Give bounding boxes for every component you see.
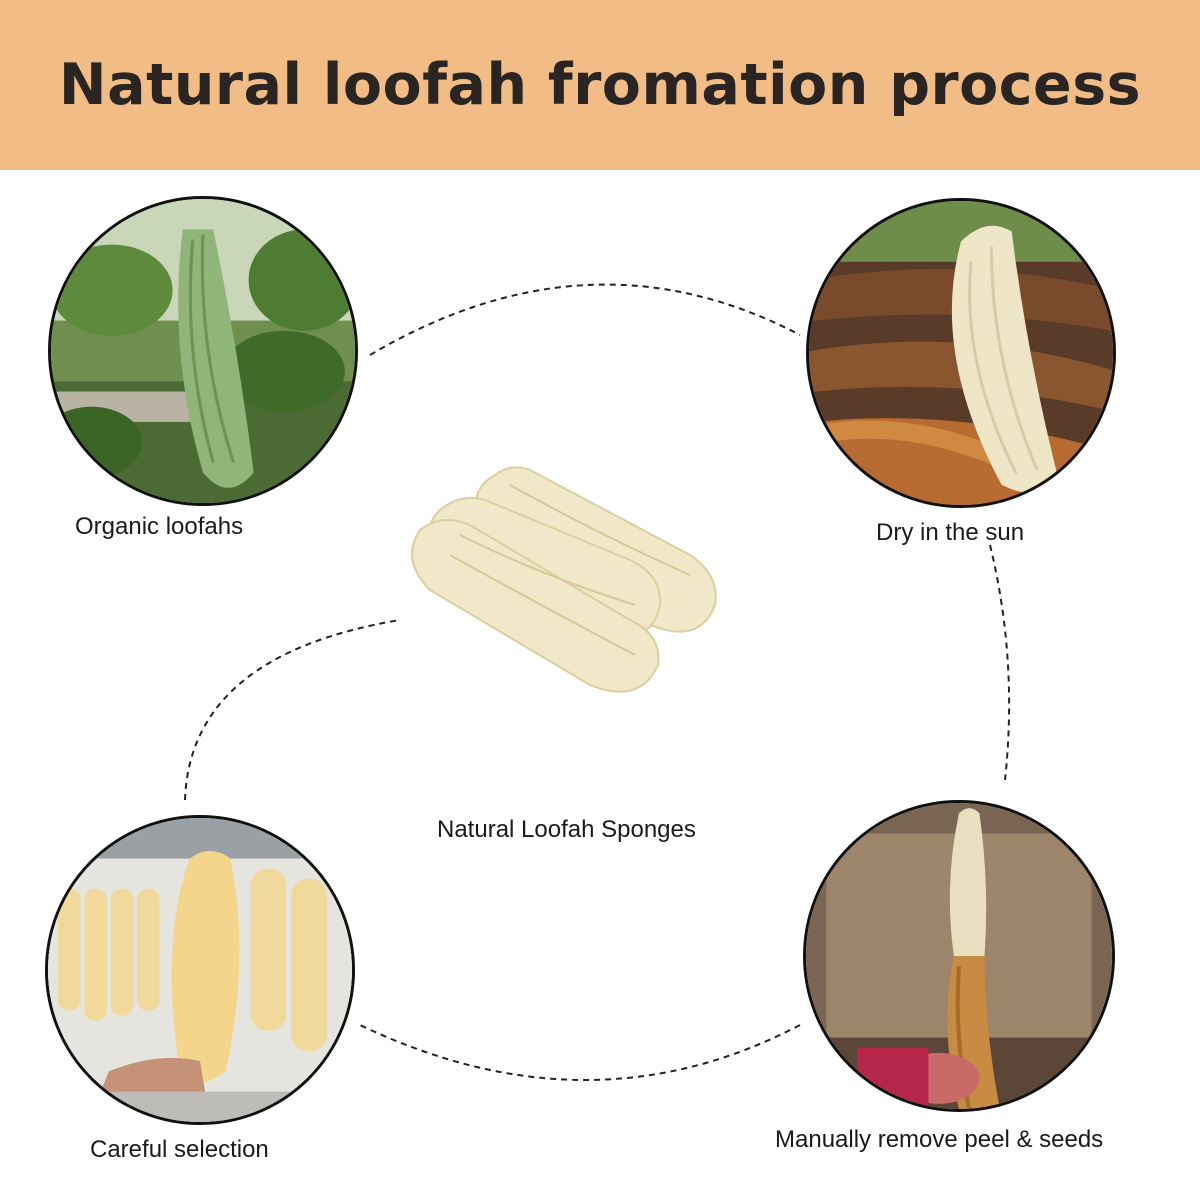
organic-loofahs-photo	[48, 196, 358, 506]
careful-selection-photo	[45, 815, 355, 1125]
step-caption-careful-selection: Careful selection	[90, 1136, 269, 1163]
manually-remove-peel-photo	[803, 800, 1115, 1112]
step-caption-manually-remove-peel-seeds: Manually remove peel & seeds	[775, 1126, 1104, 1153]
connector-right	[989, 544, 1011, 781]
connector-left	[184, 619, 401, 801]
natural-loofah-sponges-photo	[400, 455, 760, 755]
connector-top	[369, 283, 801, 356]
connector-bottom	[359, 1024, 801, 1081]
center-caption-natural-loofah-sponges: Natural Loofah Sponges	[437, 816, 696, 843]
page-title: Natural loofah fromation process	[58, 52, 1142, 118]
step-caption-organic-loofahs: Organic loofahs	[75, 513, 244, 540]
dry-in-the-sun-photo	[806, 198, 1116, 508]
header-banner	[0, 0, 1200, 170]
step-caption-dry-in-the-sun: Dry in the sun	[876, 519, 1025, 546]
